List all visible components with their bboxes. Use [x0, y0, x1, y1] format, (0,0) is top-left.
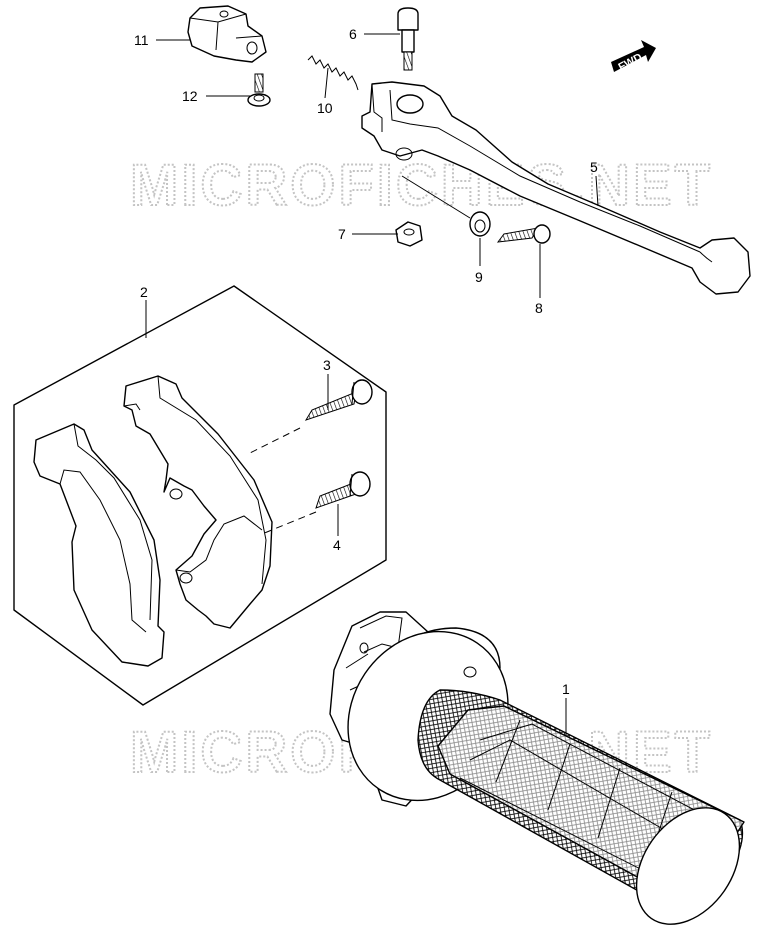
fwd-arrow-badge: FWD [611, 40, 656, 74]
callout-10: 10 [317, 100, 333, 116]
callout-6: 6 [349, 26, 357, 42]
part-10-spring [307, 55, 359, 91]
callout-4: 4 [333, 537, 341, 553]
callout-1: 1 [562, 681, 570, 697]
callout-11: 11 [134, 32, 149, 48]
callout-9: 9 [475, 269, 483, 285]
part-3-screw [304, 379, 373, 421]
watermark-top: MICROFICHES.NET [129, 152, 713, 219]
part-2-holder-set [13, 285, 387, 706]
callout-2: 2 [140, 284, 148, 300]
part-6-pivot-bolt [397, 7, 419, 71]
part-8-bolt [496, 224, 551, 244]
callout-7: 7 [338, 226, 346, 242]
part-1-grip [329, 611, 745, 925]
part-5-lever [361, 81, 751, 295]
callout-5: 5 [590, 159, 598, 175]
part-7-nut [395, 221, 423, 247]
callout-12: 12 [182, 88, 198, 104]
part-9-bushing [469, 211, 491, 237]
callout-3: 3 [323, 357, 331, 373]
callout-leaders [145, 33, 599, 736]
part-12-screw [247, 73, 271, 107]
part-11-switch [187, 5, 267, 63]
part-4-screw [315, 471, 371, 509]
svg-text:MICROFICHES.NET: MICROFICHES.NET [130, 153, 713, 218]
callout-8: 8 [535, 300, 543, 316]
svg-text:FWD: FWD [617, 51, 645, 73]
